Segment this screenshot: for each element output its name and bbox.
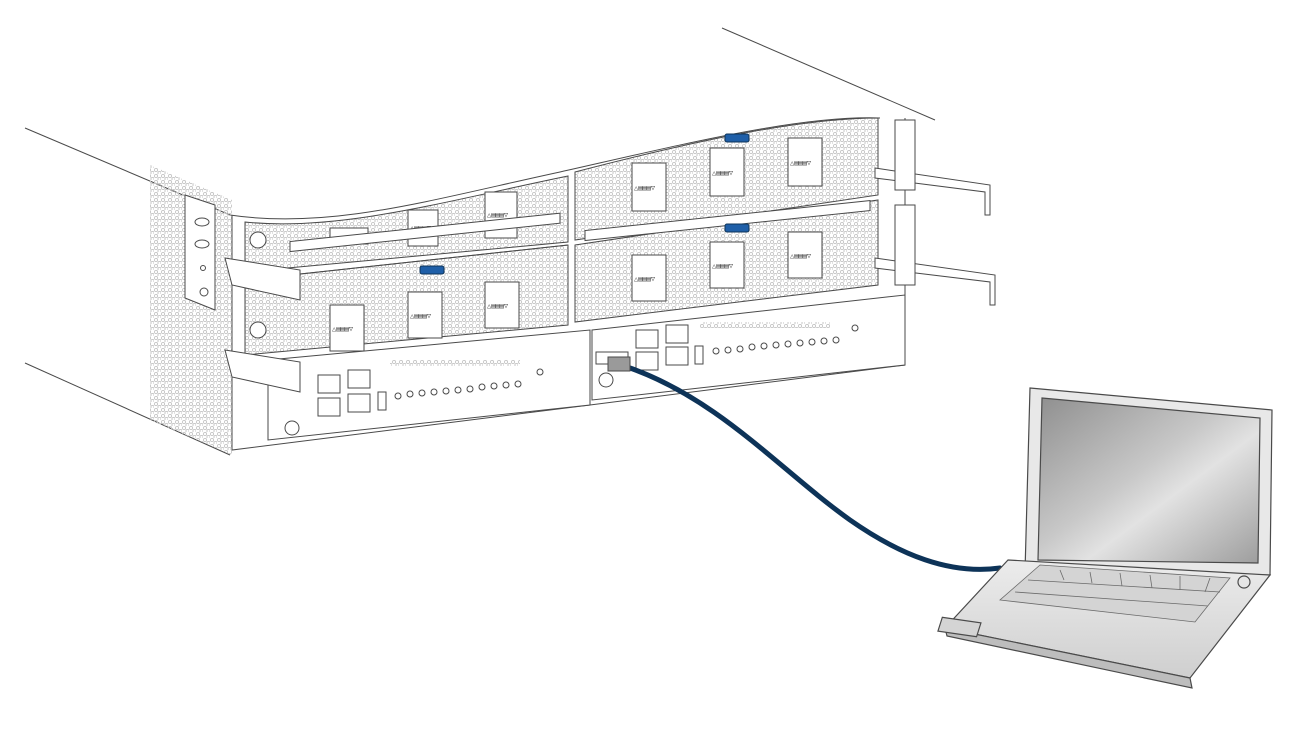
keyboard: [999, 564, 1231, 623]
svg-text:△▤▤▤▽: △▤▤▤▽: [487, 211, 509, 219]
usb-icon[interactable]: [694, 345, 704, 365]
rj45-port-icon[interactable]: [317, 369, 371, 417]
thumbscrew[interactable]: [284, 420, 300, 436]
drive-label: [787, 231, 823, 279]
drive-label: [709, 147, 745, 197]
drawer-handle-left-lower[interactable]: [224, 321, 301, 393]
chassis-top-contour: [229, 117, 881, 220]
drawer-handle-left-upper[interactable]: [224, 231, 301, 301]
drive-label: [407, 291, 443, 339]
drive-label: [631, 162, 667, 212]
chassis-top-edge-right: [721, 27, 936, 121]
touchpad: [937, 616, 982, 638]
left-rack-ear: [184, 194, 216, 311]
drawer-middle-right: △▤▤▤▽ △▤▤▤▽ △▤▤▤▽: [574, 199, 879, 323]
blue-latch-icon[interactable]: [724, 133, 750, 143]
drawer-handle-right-upper[interactable]: [874, 119, 991, 216]
drive-label: [709, 241, 745, 289]
drawer-handle-right-lower[interactable]: [874, 204, 996, 306]
rj45-port-icon[interactable]: [635, 324, 689, 371]
drawer-upper-right: △▤▤▤▽ △▤▤▤▽ △▤▤▤▽: [574, 117, 879, 241]
power-button[interactable]: [1237, 575, 1251, 589]
drawer-handle[interactable]: [289, 212, 561, 253]
svg-text:△▤▤▤▽: △▤▤▤▽: [790, 159, 812, 167]
drive-label: [484, 281, 520, 329]
laptop-icon: [937, 387, 1273, 689]
rj45-connector: [607, 356, 631, 372]
network-cable: [607, 356, 1003, 572]
drawer-middle-left: △▤▤▤▽ △▤▤▤▽ △▤▤▤▽: [244, 212, 569, 356]
chassis-bottom-edge-left: [24, 362, 231, 456]
svg-text:△▤▤▤▽: △▤▤▤▽: [410, 312, 432, 320]
drive-label: [787, 137, 823, 187]
svg-text:△▤▤▤▽: △▤▤▤▽: [712, 169, 734, 177]
thumbscrew[interactable]: [598, 372, 614, 388]
storage-enclosure: △ ▤▤▤ ▽ △▤▤▤▽ △▤▤▤▽ △▤▤▤▽ △▤▤▤▽ △▤▤▤▽ △▤…: [24, 27, 996, 456]
svg-text:△▤▤▤▽: △▤▤▤▽: [332, 325, 354, 333]
blue-latch-icon[interactable]: [724, 223, 750, 233]
controller-module-right: [591, 294, 906, 401]
drive-label: [631, 254, 667, 302]
drive-label: [329, 304, 365, 352]
status-led-icon: [394, 368, 544, 400]
controller-module-left: [267, 329, 591, 441]
svg-text:△▤▤▤▽: △▤▤▤▽: [790, 252, 812, 260]
svg-text:△▤▤▤▽: △▤▤▤▽: [634, 184, 656, 192]
usb-icon[interactable]: [377, 391, 387, 411]
svg-text:△▤▤▤▽: △▤▤▤▽: [712, 262, 734, 270]
status-led-icon: [712, 324, 859, 355]
laptop-screen: [1037, 397, 1261, 564]
blue-latch-icon[interactable]: [419, 265, 445, 275]
svg-text:△▤▤▤▽: △▤▤▤▽: [487, 302, 509, 310]
svg-text:△▤▤▤▽: △▤▤▤▽: [634, 275, 656, 283]
